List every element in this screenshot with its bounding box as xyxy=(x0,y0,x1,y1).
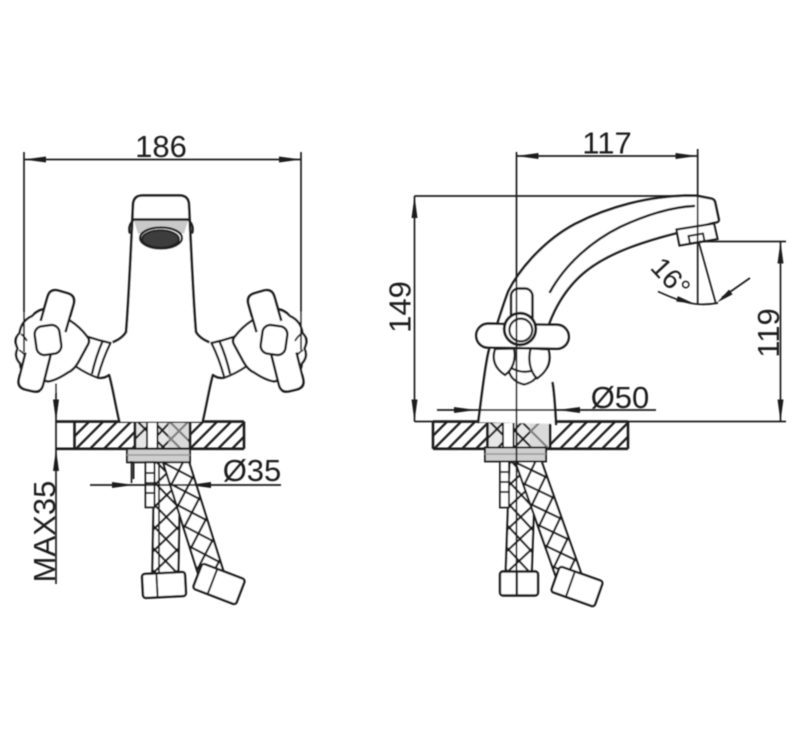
svg-text:149: 149 xyxy=(383,281,418,333)
svg-text:Ø50: Ø50 xyxy=(591,380,650,415)
svg-text:Ø35: Ø35 xyxy=(223,453,282,488)
svg-text:16°: 16° xyxy=(645,251,697,303)
svg-text:117: 117 xyxy=(582,126,631,161)
svg-text:MAX35: MAX35 xyxy=(27,481,62,583)
svg-text:186: 186 xyxy=(135,129,187,164)
svg-text:119: 119 xyxy=(751,308,786,357)
